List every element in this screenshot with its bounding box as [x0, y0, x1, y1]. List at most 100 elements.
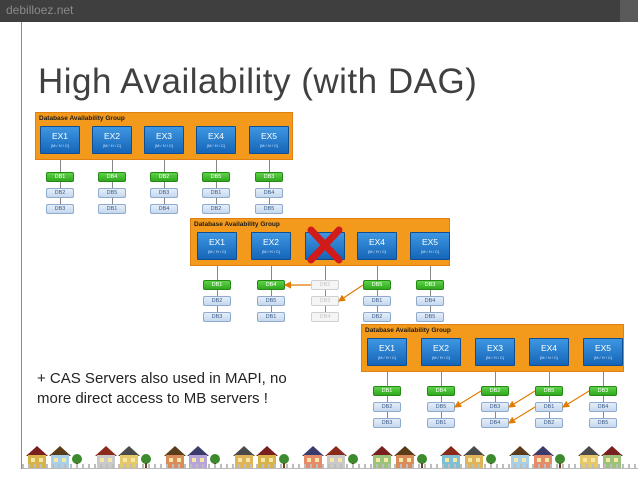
- server-name: EX4: [207, 131, 225, 141]
- server-roles: (M / H / C): [154, 143, 174, 148]
- house-window: [192, 458, 196, 462]
- server-name: EX3: [155, 131, 173, 141]
- house-window: [537, 458, 541, 462]
- server-roles: (M / H / C): [431, 355, 451, 360]
- house-roof: [463, 446, 485, 456]
- server-name: EX2: [432, 343, 450, 353]
- house-roof: [164, 446, 186, 456]
- database-cylinder: DB5: [589, 418, 617, 428]
- server-ex2: EX2 (M / H / C): [421, 338, 461, 366]
- server-roles: (M / H / C): [593, 355, 613, 360]
- server-roles: (M / H / C): [485, 355, 505, 360]
- database-cylinder: DB1: [203, 280, 231, 290]
- server-ex4: EX4 (M / H / C): [196, 126, 236, 154]
- database-cylinder: DB1: [373, 386, 401, 396]
- house-window: [31, 458, 35, 462]
- server-ex3: EX3(M / H / C): [475, 338, 515, 366]
- database-cylinder: DB3: [589, 386, 617, 396]
- server-ex3: EX3 (M / H / C): [144, 126, 184, 154]
- bottom-rule: [22, 468, 638, 469]
- house-window: [238, 458, 242, 462]
- server-roles: (M / H / C): [50, 143, 70, 148]
- database-cylinder: DB4: [427, 386, 455, 396]
- server-ex4: EX4(M / H / C): [529, 338, 569, 366]
- database-cylinder: DB5: [202, 172, 230, 182]
- database-cylinder: DB3: [46, 204, 74, 214]
- server-ex1: EX1(M / H / C): [367, 338, 407, 366]
- cas-note-line-2: more direct access to MB servers !: [37, 390, 268, 407]
- server-roles: (M / H / C): [261, 249, 281, 254]
- house-roof: [394, 446, 416, 456]
- database-cylinder: DB2: [46, 188, 74, 198]
- house-roof: [95, 446, 117, 456]
- house-roof: [601, 446, 623, 456]
- database-cylinder: DB2: [373, 402, 401, 412]
- tree-crown: [486, 454, 496, 464]
- house-window: [522, 458, 526, 462]
- database-cylinder: DB4: [255, 188, 283, 198]
- server-roles: (M / H / C): [206, 143, 226, 148]
- server-db-connector: [217, 266, 218, 317]
- server-name: EX4: [368, 237, 386, 247]
- house-window: [108, 458, 112, 462]
- house-roof: [118, 446, 140, 456]
- server-name: EX2: [262, 237, 280, 247]
- server-db-connector: [549, 372, 550, 423]
- house-window: [606, 458, 610, 462]
- server-db-connector: [216, 160, 217, 209]
- server-name: EX4: [540, 343, 558, 353]
- server-ex2: EX2 (M / H / C): [92, 126, 132, 154]
- house-window: [54, 458, 58, 462]
- server-db-connector: [164, 160, 165, 209]
- server-name: EX5: [594, 343, 612, 353]
- database-cylinder: DB5: [416, 312, 444, 322]
- database-cylinder: DB1: [427, 418, 455, 428]
- house-window: [591, 458, 595, 462]
- house-window: [614, 458, 618, 462]
- database-cylinder: DB4: [311, 312, 339, 322]
- tree-crown: [72, 454, 82, 464]
- house-window: [315, 458, 319, 462]
- failover-arrow: [561, 390, 590, 408]
- house-window: [384, 458, 388, 462]
- house-roof: [578, 446, 600, 456]
- server-db-connector: [112, 160, 113, 209]
- server-name: EX5: [260, 131, 278, 141]
- database-cylinder: DB5: [427, 402, 455, 412]
- house-window: [338, 458, 342, 462]
- fence: [22, 464, 638, 468]
- server-roles: (M / H / C): [367, 249, 387, 254]
- database-cylinder: DB3: [203, 312, 231, 322]
- house-roof: [256, 446, 278, 456]
- server-name: EX5: [421, 237, 439, 247]
- server-db-connector: [325, 266, 326, 317]
- database-cylinder: DB3: [311, 296, 339, 306]
- failover-arrow: [338, 284, 364, 302]
- failover-arrow: [507, 390, 536, 408]
- tree-crown: [141, 454, 151, 464]
- house-window: [583, 458, 587, 462]
- house-roof: [509, 446, 531, 456]
- left-rule: [21, 22, 22, 469]
- database-cylinder: DB5: [535, 386, 563, 396]
- server-roles: (M / H / C): [377, 355, 397, 360]
- server-ex4: EX4 (M / H / C): [357, 232, 397, 260]
- house-window: [307, 458, 311, 462]
- house-window: [131, 458, 135, 462]
- server-ex1: EX1(M / H / C): [40, 126, 80, 154]
- house-window: [453, 458, 457, 462]
- database-cylinder: DB1: [46, 172, 74, 182]
- database-cylinder: DB1: [535, 402, 563, 412]
- tree-crown: [555, 454, 565, 464]
- server-name: EX2: [103, 131, 121, 141]
- server-roles: (M / H / C): [207, 249, 227, 254]
- database-cylinder: DB2: [481, 386, 509, 396]
- tree-crown: [210, 454, 220, 464]
- house-window: [445, 458, 449, 462]
- tree-crown: [417, 454, 427, 464]
- tree-crown: [279, 454, 289, 464]
- house-roof: [325, 446, 347, 456]
- town-illustration: [22, 418, 638, 468]
- cas-note: + CAS Servers also used in MAPI, no more…: [37, 369, 287, 409]
- server-roles: (M / H / C): [102, 143, 122, 148]
